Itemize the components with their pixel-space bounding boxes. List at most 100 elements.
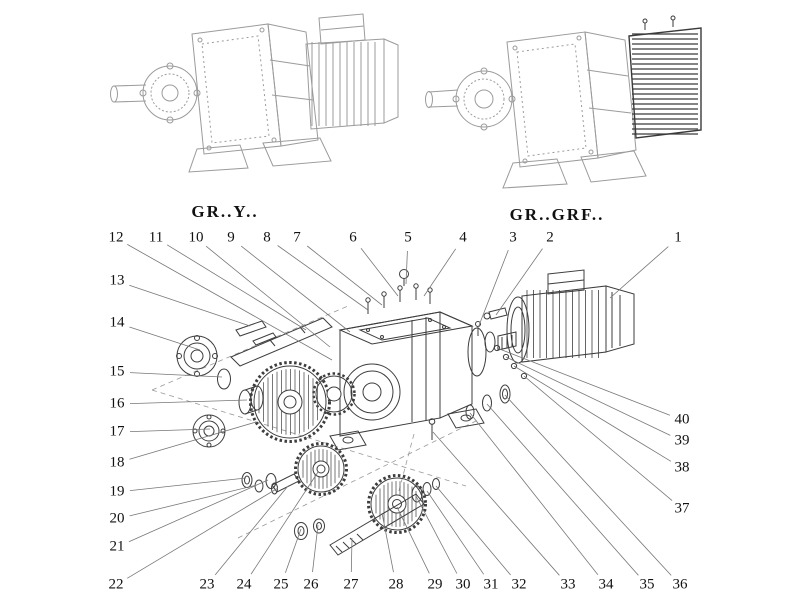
part-number-38: 38 xyxy=(673,459,691,476)
leader-line-27 xyxy=(350,537,353,573)
housing-foot xyxy=(329,430,367,451)
part-number-2: 2 xyxy=(545,229,555,246)
leader-line-11 xyxy=(166,244,307,331)
leader-line-21 xyxy=(128,479,269,543)
part-number-23: 23 xyxy=(198,576,216,593)
shaft-hub-bolt-circle xyxy=(150,73,190,113)
part-number-34: 34 xyxy=(597,576,615,593)
part-number-18: 18 xyxy=(108,454,126,471)
gear-24 xyxy=(297,445,345,493)
terminal-box xyxy=(318,13,366,45)
bearing-17 xyxy=(192,414,226,448)
leader-line-6 xyxy=(360,248,399,297)
eyebolt xyxy=(399,269,409,279)
washers-left xyxy=(241,472,325,540)
part-number-32: 32 xyxy=(510,576,528,593)
output-bore xyxy=(343,363,401,421)
part-number-27: 27 xyxy=(342,576,360,593)
motor-fins xyxy=(311,42,376,126)
shaft-hub-outer xyxy=(142,65,198,121)
motor-bell-opening xyxy=(467,327,487,377)
leader-line-4 xyxy=(423,248,457,297)
leader-line-28 xyxy=(381,512,394,573)
leader-line-2 xyxy=(495,248,543,316)
leader-line-25 xyxy=(285,528,302,573)
mounting-foot xyxy=(188,144,249,173)
gearbox-body xyxy=(267,23,319,147)
part-number-10: 10 xyxy=(187,229,205,246)
gear-hubs xyxy=(277,386,407,514)
leader-line-37 xyxy=(523,375,673,501)
leader-line-15 xyxy=(129,372,223,378)
part-number-3: 3 xyxy=(508,229,518,246)
part-number-28: 28 xyxy=(387,576,405,593)
leader-line-34 xyxy=(469,412,599,576)
input-shaft xyxy=(428,89,459,108)
part-number-17: 17 xyxy=(108,423,126,440)
part-number-40: 40 xyxy=(673,411,691,428)
mounting-foot xyxy=(262,137,332,167)
part-number-33: 33 xyxy=(559,576,577,593)
leader-line-32 xyxy=(435,485,511,576)
gear-housing xyxy=(329,311,487,451)
motor-body xyxy=(521,285,607,363)
inspection-cover xyxy=(358,317,452,341)
leader-line-18 xyxy=(129,421,257,460)
leader-line-16 xyxy=(129,399,248,404)
helical-gear-18 xyxy=(253,365,327,439)
leader-line-35 xyxy=(486,403,639,576)
shim-rings xyxy=(465,384,511,420)
leader-line-40 xyxy=(496,347,671,416)
leader-line-38 xyxy=(513,365,672,462)
leader-line-19 xyxy=(129,477,247,491)
part-number-22: 22 xyxy=(107,576,125,593)
leader-line-33 xyxy=(432,431,560,576)
part-number-12: 12 xyxy=(107,229,125,246)
pinion-gear xyxy=(315,375,353,413)
fan-cover xyxy=(605,285,635,353)
shaft-hub-bore xyxy=(161,84,179,102)
part-number-9: 9 xyxy=(226,229,236,246)
leader-line-30 xyxy=(415,495,458,574)
part-number-21: 21 xyxy=(108,538,126,555)
output-shaft xyxy=(329,493,425,556)
housing-foot xyxy=(447,408,485,429)
part-number-20: 20 xyxy=(108,510,126,527)
part-number-6: 6 xyxy=(348,229,358,246)
assembled-view-gr-grf xyxy=(425,15,702,189)
gears-outline xyxy=(249,361,427,534)
exploded-view xyxy=(151,269,635,556)
part-number-25: 25 xyxy=(272,576,290,593)
model-label-right: GR..GRF.. xyxy=(509,205,605,224)
part-number-8: 8 xyxy=(262,229,272,246)
terminal-box xyxy=(547,269,585,295)
shaft-key xyxy=(252,332,277,346)
part-number-39: 39 xyxy=(673,432,691,449)
fan-cover xyxy=(383,38,399,124)
leader-line-20 xyxy=(129,484,258,517)
part-number-15: 15 xyxy=(108,363,126,380)
mounting-foot xyxy=(502,158,568,189)
part-number-35: 35 xyxy=(638,576,656,593)
leader-line-5 xyxy=(405,250,408,285)
part-number-36: 36 xyxy=(671,576,689,593)
part-number-7: 7 xyxy=(292,229,302,246)
flange-block-fins xyxy=(632,33,698,135)
motor-fins xyxy=(526,290,599,358)
part-number-13: 13 xyxy=(108,272,126,289)
leader-line-9 xyxy=(240,245,351,333)
output-rings xyxy=(411,478,440,503)
leader-line-17 xyxy=(129,428,211,432)
part-number-19: 19 xyxy=(108,483,126,500)
motor-body xyxy=(305,38,385,130)
part-number-37: 37 xyxy=(673,500,691,517)
leader-line-12 xyxy=(127,244,333,361)
input-pinion xyxy=(488,307,508,320)
part-number-24: 24 xyxy=(235,576,253,593)
input-shaft xyxy=(113,84,147,103)
leader-lines xyxy=(126,244,673,579)
flange-hardware xyxy=(484,331,528,380)
part-number-30: 30 xyxy=(454,576,472,593)
